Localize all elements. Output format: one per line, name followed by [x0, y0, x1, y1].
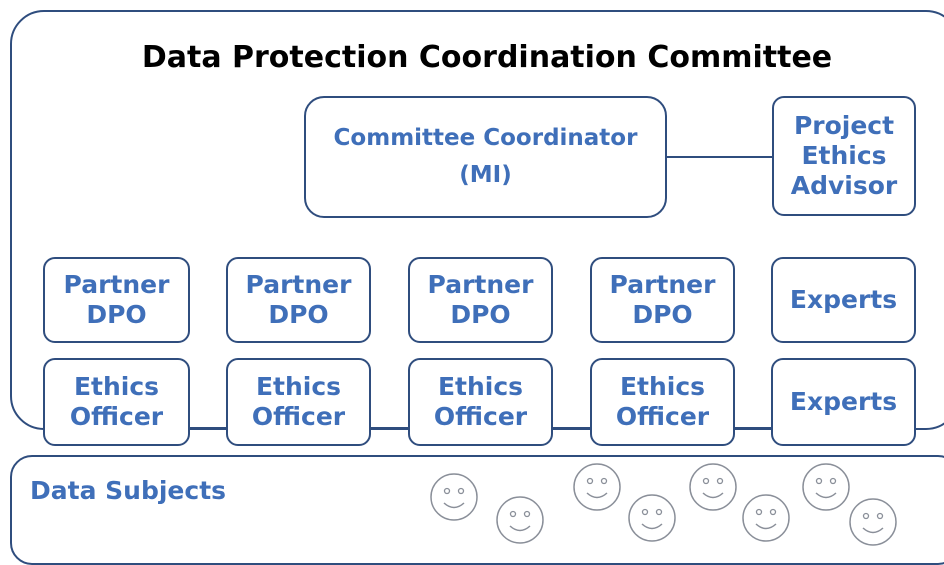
officer-label: Officer	[69, 402, 164, 431]
partner-dpo-box: Partner DPO	[43, 257, 190, 343]
experts-box-bottom: Experts	[771, 358, 916, 446]
project-ethics-advisor-box: Project Ethics Advisor	[772, 96, 916, 216]
ethics-officer-box: Ethics Officer	[590, 358, 735, 446]
ethics-officer-box: Ethics Officer	[43, 358, 190, 446]
dpo-label: DPO	[632, 300, 693, 329]
dpo-label: DPO	[450, 300, 511, 329]
ethics-label: Ethics	[73, 372, 160, 401]
smiley-face-icon	[496, 496, 544, 544]
ethics-officer-box: Ethics Officer	[226, 358, 371, 446]
smiley-face-icon	[849, 498, 897, 546]
smiley-face-icon	[628, 494, 676, 542]
ethics-label: Ethics	[619, 372, 706, 401]
smiley-face-icon	[742, 494, 790, 542]
committee-title: Data Protection Coordination Committee	[141, 40, 833, 75]
experts-box-top: Experts	[771, 257, 916, 343]
advisor-line-1: Project	[793, 111, 895, 140]
smiley-face-icon	[802, 463, 850, 511]
data-subjects-label: Data Subjects	[30, 476, 227, 505]
ethics-label: Ethics	[255, 372, 342, 401]
ethics-officer-box: Ethics Officer	[408, 358, 553, 446]
advisor-line-3: Advisor	[790, 171, 898, 200]
partner-label: Partner	[245, 270, 352, 299]
partner-label: Partner	[609, 270, 716, 299]
advisor-line-2: Ethics	[801, 141, 887, 170]
coordinator-title: Committee Coordinator	[333, 125, 638, 152]
ethics-label: Ethics	[437, 372, 524, 401]
partner-dpo-box: Partner DPO	[226, 257, 371, 343]
committee-coordinator-box: Committee Coordinator (MI)	[304, 96, 667, 218]
partner-label: Partner	[427, 270, 534, 299]
coordinator-org: (MI)	[459, 162, 512, 188]
dpo-label: DPO	[86, 300, 147, 329]
dpo-label: DPO	[268, 300, 329, 329]
officer-label: Officer	[615, 402, 710, 431]
experts-label: Experts	[789, 387, 898, 416]
officer-label: Officer	[433, 402, 528, 431]
smiley-face-icon	[430, 473, 478, 521]
smiley-face-icon	[689, 463, 737, 511]
experts-label: Experts	[789, 285, 898, 314]
partner-dpo-box: Partner DPO	[408, 257, 553, 343]
partner-label: Partner	[63, 270, 170, 299]
partner-dpo-box: Partner DPO	[590, 257, 735, 343]
smiley-face-icon	[573, 463, 621, 511]
officer-label: Officer	[251, 402, 346, 431]
